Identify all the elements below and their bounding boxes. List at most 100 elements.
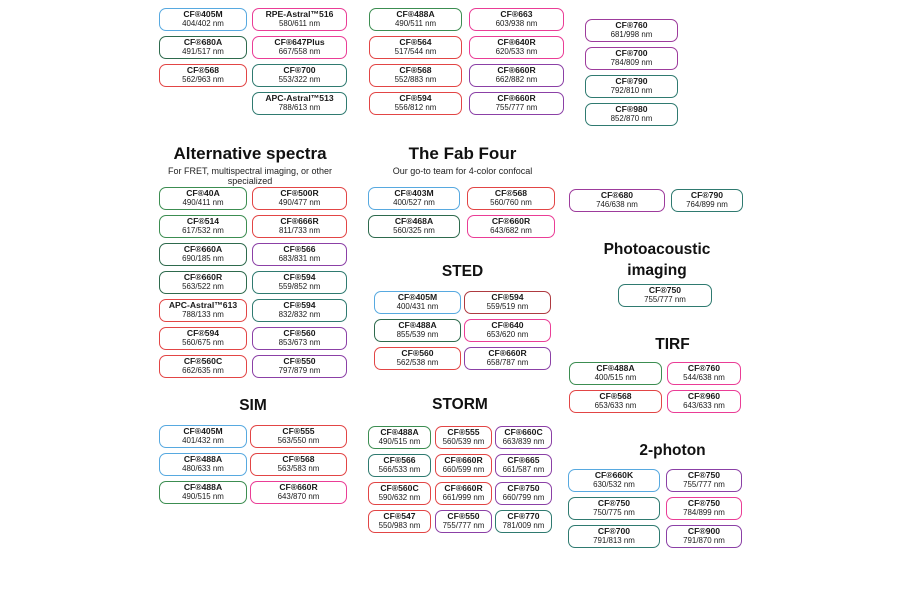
- section-title: 2-photon: [639, 442, 706, 459]
- dye-wavelengths: 562/963 nm: [182, 74, 224, 84]
- section-heading-fab-four: The Fab Four Our go-to team for 4-color …: [365, 144, 560, 176]
- dye-name: CF®790: [615, 76, 648, 87]
- dye-name: CF®555: [282, 426, 315, 437]
- dye-name: CF®680A: [183, 37, 223, 48]
- dye-wavelengths: 630/532 nm: [593, 479, 635, 489]
- dye-name: CF®594: [186, 328, 220, 339]
- dye-wavelengths: 832/832 nm: [278, 309, 321, 319]
- dye-wavelengths: 852/870 nm: [610, 113, 653, 123]
- dye-wavelengths: 401/432 nm: [182, 435, 224, 445]
- dye-wavelengths: 550/983 nm: [378, 520, 421, 530]
- section-subtitle: Our go-to team for 4-color confocal: [392, 166, 533, 176]
- dye-name: CF®488A: [596, 363, 635, 374]
- dye-wavelengths: 643/682 nm: [490, 225, 532, 235]
- dye-wavelengths: 784/899 nm: [683, 507, 725, 517]
- dye-wavelengths: 755/777 nm: [495, 102, 538, 112]
- dye-wavelengths: 750/775 nm: [593, 507, 635, 517]
- dye-wavelengths: 580/611 nm: [278, 18, 321, 28]
- dye-wavelengths: 556/812 nm: [394, 102, 437, 112]
- dye-wavelengths: 653/620 nm: [486, 329, 529, 339]
- dye-wavelengths: 603/938 nm: [495, 18, 538, 28]
